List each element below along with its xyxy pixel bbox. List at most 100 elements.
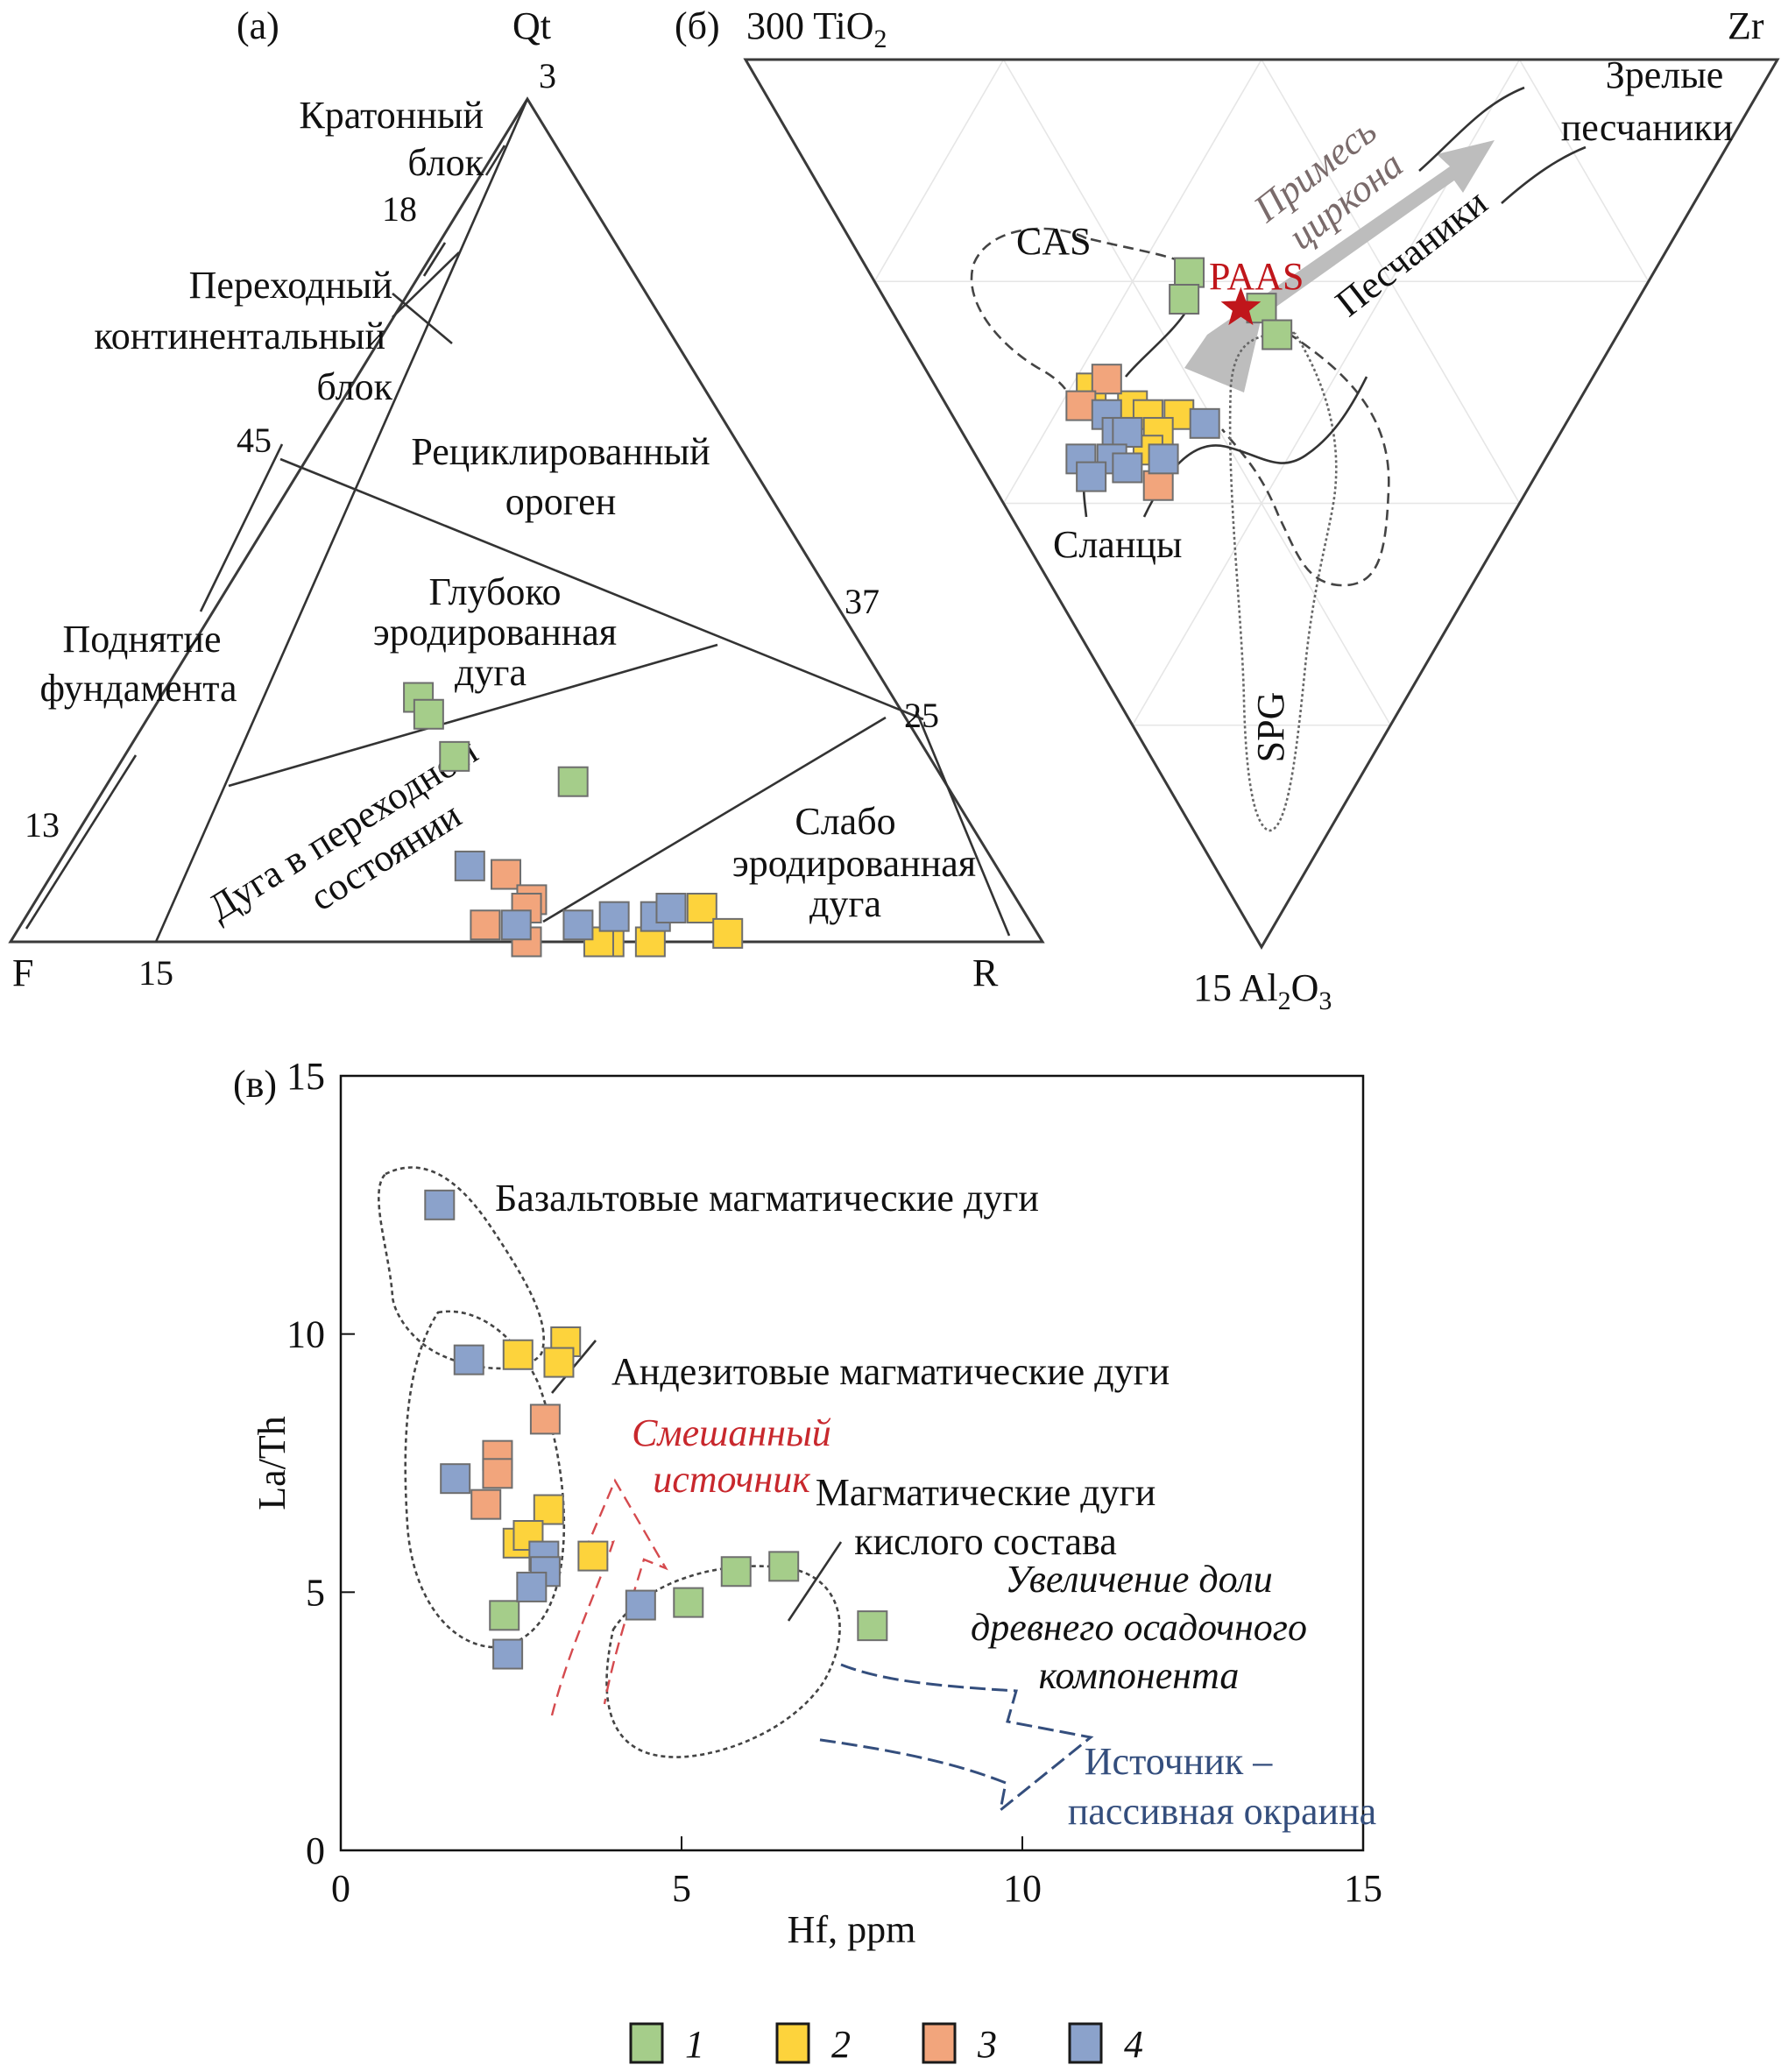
x-axis-label: Hf, ppm: [788, 1908, 916, 1951]
x-tick-label-15: 15: [1344, 1867, 1382, 1910]
point-a-series4-0: [454, 850, 485, 881]
field-label-craton-line1: Кратонный: [299, 94, 484, 137]
point-c-series4-2: [440, 1463, 471, 1495]
grid-line-zr-0: [1518, 59, 1650, 282]
legend-swatch-3: [922, 2022, 957, 2064]
felsic-arc-label-line2: кислого состава: [854, 1520, 1117, 1563]
point-a-series4-2: [562, 909, 594, 941]
plot-frame: [339, 1074, 1365, 1852]
point-a-series1-2: [439, 740, 470, 772]
field-label-trans-line2: континентальный: [95, 315, 385, 357]
point-c-series4-6: [492, 1638, 524, 1670]
legend-label-3: 3: [977, 2023, 997, 2066]
tick-label-3: 3: [539, 56, 556, 95]
panel-b-label: (б): [675, 4, 720, 47]
tick-label-15: 15: [138, 953, 173, 993]
point-b-series1-0: [1174, 257, 1205, 288]
panel-b-grid: [873, 59, 1650, 726]
point-c-series2-2: [543, 1347, 575, 1378]
panel-a-qfr-ternary: (а) Qt F R 3 18 45 13 15 37 25 Кратонный…: [8, 4, 1045, 994]
point-c-series3-2: [482, 1458, 513, 1489]
legend-label-1: 1: [685, 2023, 704, 2066]
mature-sandstone-line-upper: [1418, 86, 1525, 172]
point-b-series4-6: [1148, 443, 1179, 475]
old-sediment-label-line3: компонента: [1039, 1654, 1240, 1697]
point-c-series1-3: [768, 1551, 800, 1582]
shale-trend-line-upper: [1124, 308, 1190, 378]
field-label-recycled-orogen: Рециклированный ороген: [411, 430, 710, 523]
field-label-craton: Кратонный блок: [299, 94, 484, 184]
tick-label-18: 18: [382, 189, 417, 229]
field-label-trans-line3: блок: [316, 365, 392, 408]
vertex-label-al2o3-o: O: [1291, 966, 1319, 1009]
point-a-series2-2: [634, 926, 666, 958]
field-label-recycled-line2: ороген: [505, 480, 617, 523]
spg-label: SPG: [1249, 692, 1292, 763]
point-a-series4-3: [598, 901, 630, 932]
point-a-series3-3: [470, 909, 501, 941]
point-c-series1-1: [673, 1587, 704, 1618]
legend-swatch-4: [1068, 2022, 1103, 2064]
mature-sandstones-label-line1: Зрелые: [1606, 53, 1724, 96]
point-a-series2-4: [583, 926, 614, 958]
vertex-label-r: R: [972, 951, 999, 994]
point-b-series4-7: [1076, 461, 1107, 492]
field-label-uplift-line2: фундамента: [39, 667, 237, 710]
point-b-series3-0: [1091, 364, 1122, 395]
tick-label-37: 37: [845, 582, 880, 621]
mature-sandstones-label-line2: песчаники: [1561, 106, 1734, 149]
old-sediment-label-line2: древнего осадочного: [971, 1606, 1307, 1649]
andesite-arc-region: [404, 1310, 566, 1649]
mixed-source-label-line2: источник: [653, 1458, 810, 1501]
point-c-series2-6: [577, 1540, 609, 1572]
point-c-series4-0: [424, 1189, 456, 1220]
vertex-label-al2o3-sub2: 3: [1318, 986, 1332, 1015]
vertex-label-zr: Zr: [1728, 4, 1764, 47]
point-a-series2-1: [712, 917, 744, 949]
legend-swatch-2: [775, 2022, 810, 2064]
legend-swatch-1: [629, 2022, 664, 2064]
tick-label-13: 13: [25, 805, 60, 845]
vertex-label-tio2-sub: 2: [874, 25, 887, 53]
cas-field-boundary: [970, 227, 1087, 390]
point-b-series1-1: [1169, 284, 1200, 315]
field-line-a-18: [392, 293, 453, 344]
point-a-series4-1: [500, 909, 532, 941]
point-b-series4-8: [1112, 452, 1143, 484]
point-c-series4-5: [516, 1571, 548, 1602]
point-b-series1-3: [1262, 319, 1293, 350]
field-line-a-45-25: [279, 457, 924, 721]
shales-label: Сланцы: [1053, 523, 1183, 566]
tick-label-45: 45: [237, 421, 272, 460]
point-b-series4-2: [1112, 416, 1143, 448]
y-tick-label-15: 15: [286, 1055, 325, 1098]
basalt-arc-label: Базальтовые магматические дуги: [495, 1177, 1039, 1220]
point-c-series2-0: [502, 1339, 534, 1370]
vertex-label-tio2-main: 300 TiO: [746, 4, 874, 47]
panel-c-label: (в): [233, 1063, 277, 1106]
y-tick-label-10: 10: [286, 1313, 325, 1356]
field-label-weak-line2: эродированная: [732, 842, 976, 885]
point-b-series3-2: [1142, 470, 1174, 501]
mature-sandstone-line-lower: [1501, 145, 1587, 204]
field-line-a-tick18-stub: [392, 251, 460, 318]
field-label-undissected-arc: Слабо эродированная дуга: [732, 800, 976, 925]
felsic-arc-region: [605, 1565, 841, 1758]
field-line-a-outer-upper: [199, 443, 284, 612]
field-label-basement-uplift: Поднятие фундамента: [39, 618, 237, 710]
cas-field-boundary-top: [1090, 237, 1185, 265]
panel-a-label: (а): [237, 4, 279, 47]
point-c-series1-0: [489, 1600, 520, 1631]
field-label-deep-line3: дуга: [455, 651, 527, 694]
tick-label-25: 25: [904, 696, 939, 735]
x-tick-label-10: 10: [1003, 1867, 1042, 1910]
panel-a-points: [403, 682, 744, 958]
x-tick-label-5: 5: [672, 1867, 691, 1910]
passive-margin-label-line1: Источник –: [1085, 1740, 1273, 1783]
point-a-series2-0: [686, 893, 717, 924]
passive-margin-arrow: [814, 1663, 1094, 1814]
